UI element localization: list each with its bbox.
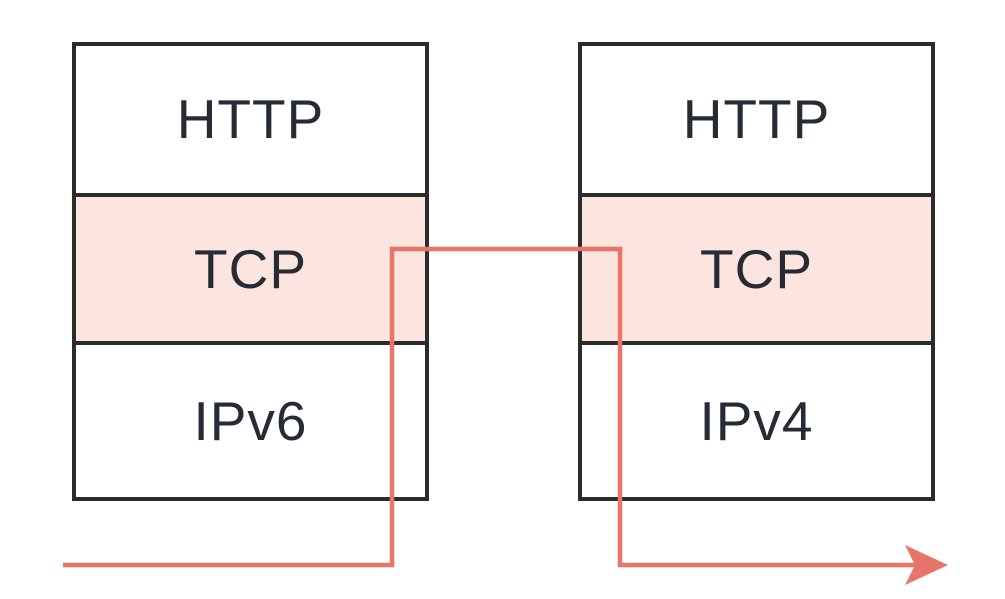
flow-arrowhead-icon (905, 545, 948, 585)
protocol-stack-left: HTTP TCP IPv6 (72, 42, 429, 501)
layer-http-right: HTTP (582, 46, 931, 193)
layer-label-ipv4-right: IPv4 (699, 389, 814, 452)
layer-label-tcp-right: TCP (700, 237, 813, 300)
layer-ipv4-right: IPv4 (582, 345, 931, 497)
layer-tcp-left: TCP (76, 193, 425, 345)
layer-label-ipv6-left: IPv6 (193, 389, 308, 452)
layer-label-tcp-left: TCP (194, 237, 307, 300)
layer-http-left: HTTP (76, 46, 425, 193)
layer-ipv6-left: IPv6 (76, 345, 425, 497)
layer-label-http-left: HTTP (176, 88, 325, 150)
layer-tcp-right: TCP (582, 193, 931, 345)
protocol-stack-right: HTTP TCP IPv4 (578, 42, 935, 501)
layer-label-http-right: HTTP (682, 88, 831, 150)
